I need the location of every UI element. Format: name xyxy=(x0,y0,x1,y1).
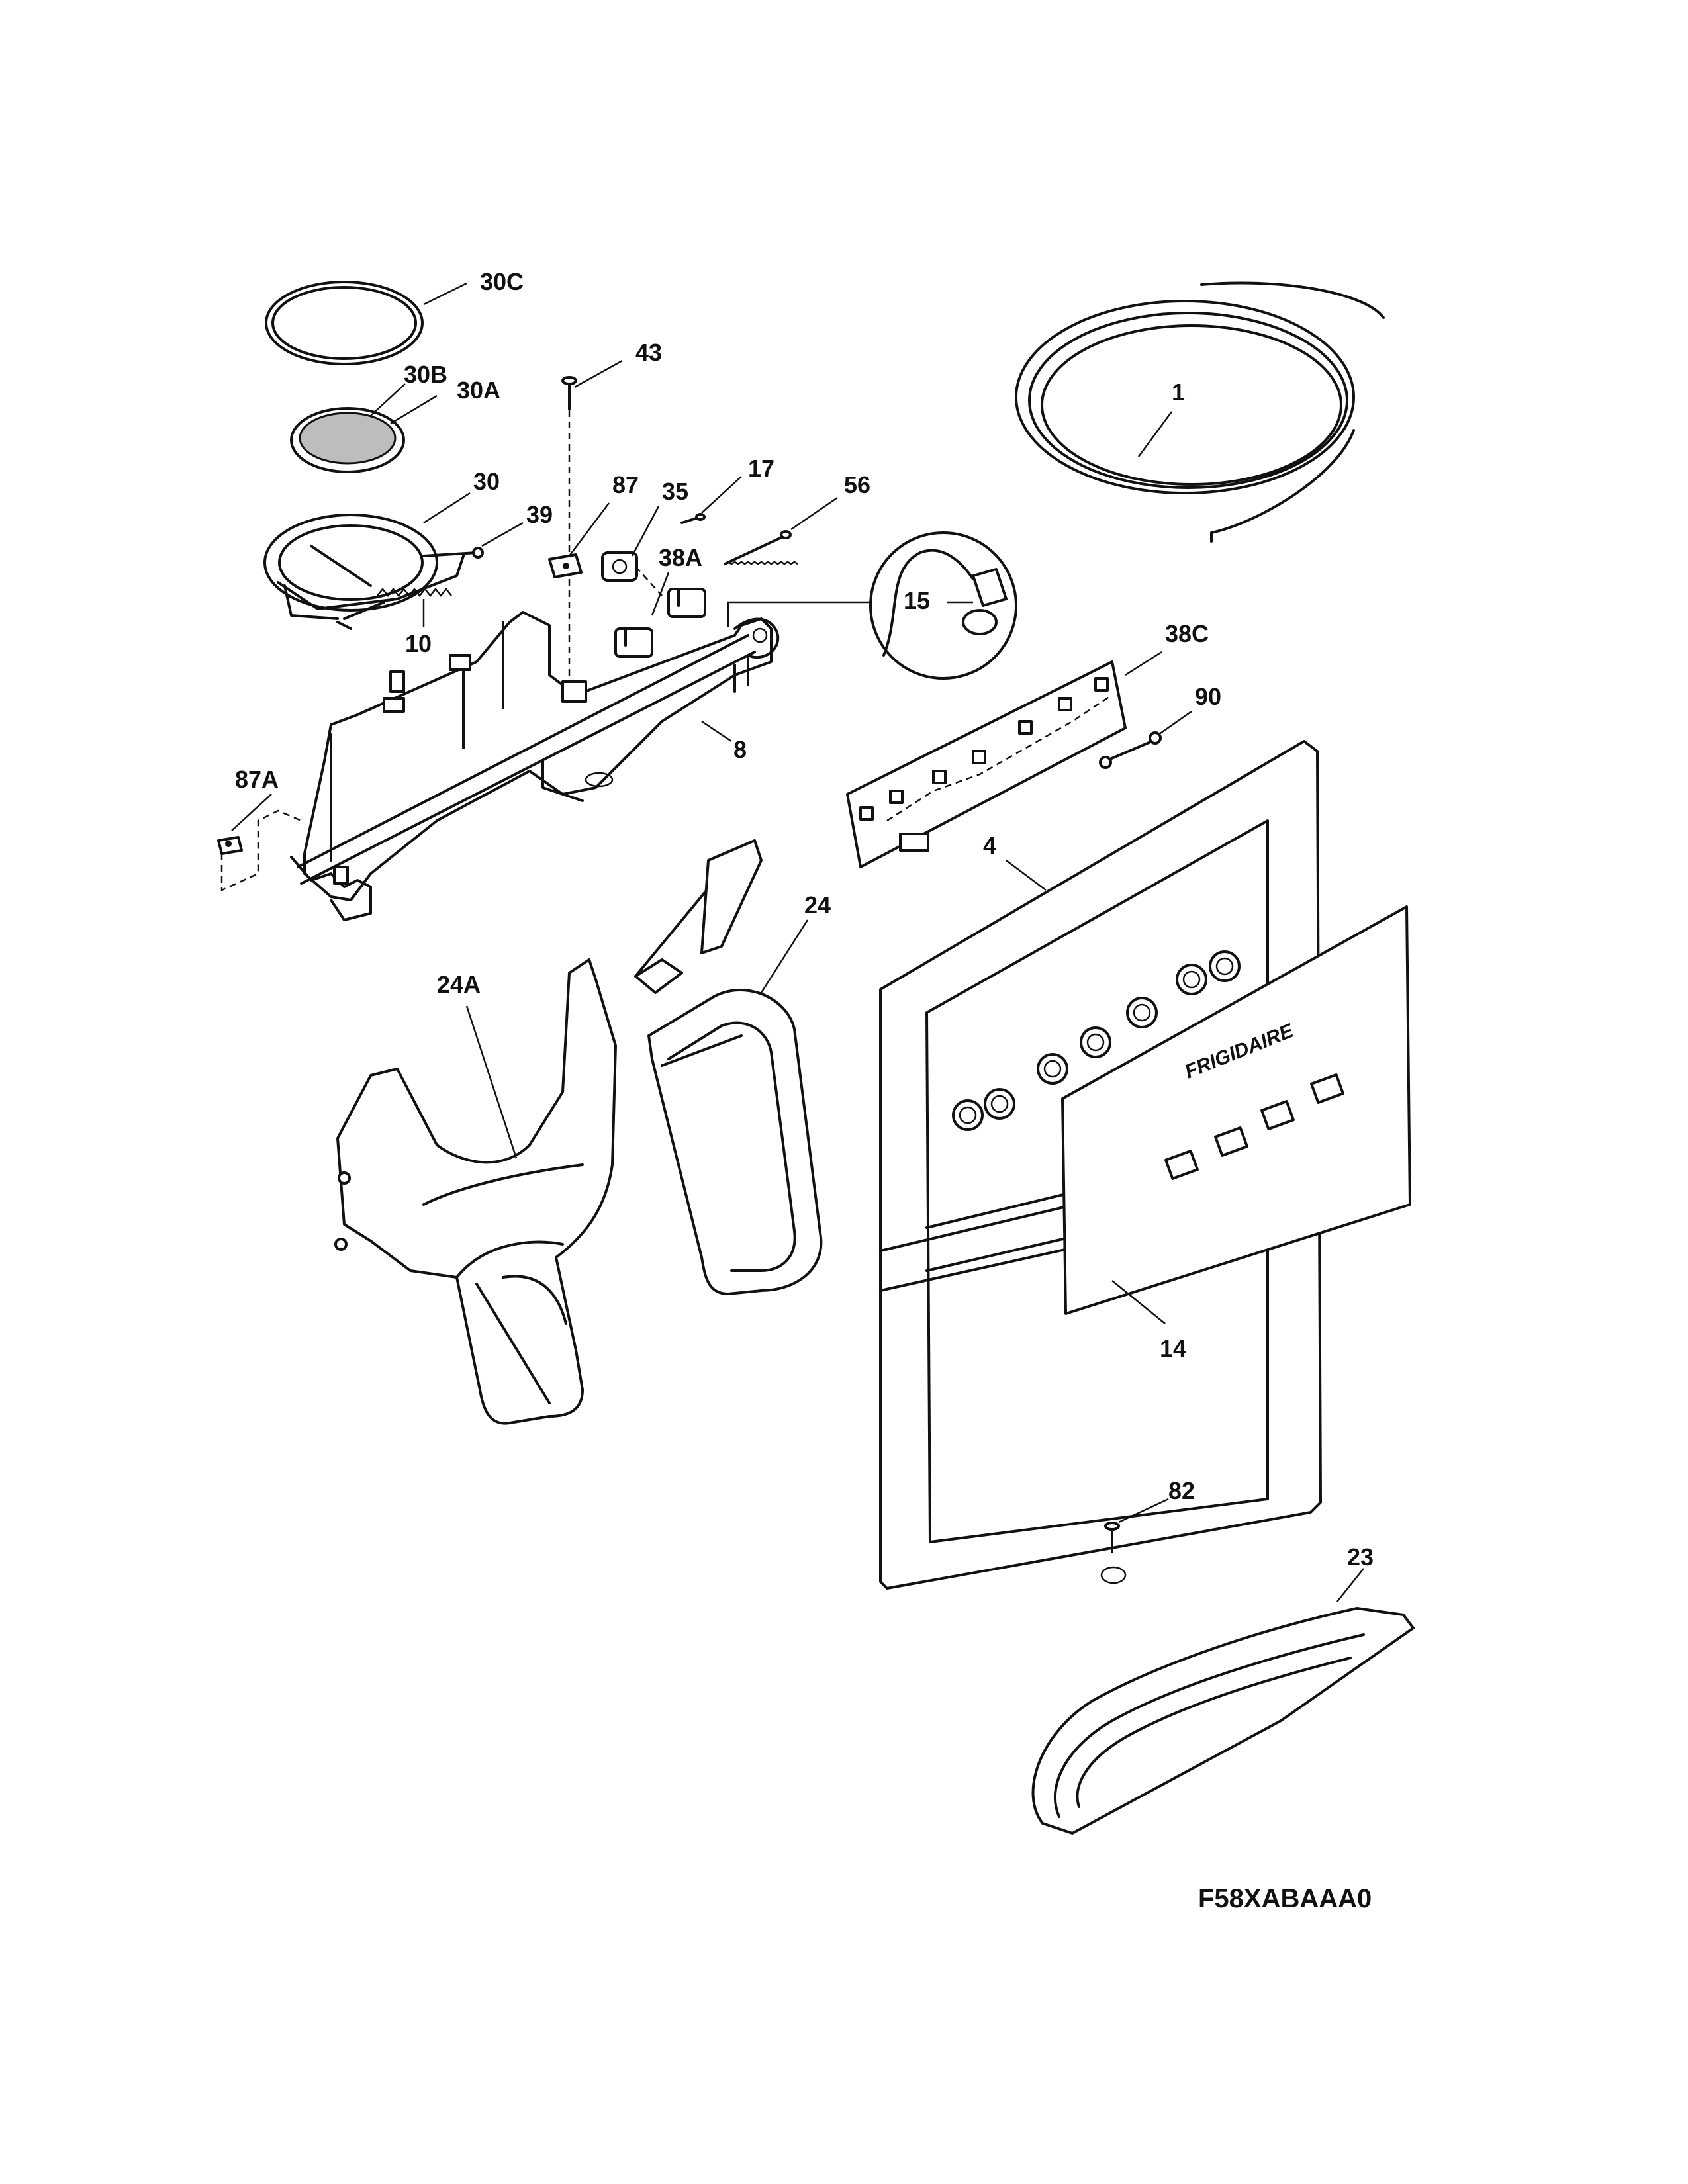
callout-8: 8 xyxy=(733,736,747,763)
callout-1: 1 xyxy=(1172,379,1185,406)
part-1-tubing-coil: 1 xyxy=(1015,281,1385,543)
part-87a-clip: 87A xyxy=(217,766,302,891)
callout-38c: 38C xyxy=(1165,620,1209,647)
callout-15: 15 xyxy=(904,587,930,614)
callout-14: 14 xyxy=(1160,1335,1186,1362)
part-90-pin: 90 xyxy=(1099,683,1221,769)
part-30a-30b-screen: 30B 30A xyxy=(290,361,500,473)
callout-87a: 87A xyxy=(235,766,279,793)
part-17-screw: 17 xyxy=(680,455,774,524)
part-10-spring: 10 xyxy=(343,587,452,657)
callout-23: 23 xyxy=(1347,1543,1374,1570)
callout-24: 24 xyxy=(804,891,831,919)
callout-39: 39 xyxy=(526,501,553,528)
callout-43: 43 xyxy=(635,339,662,366)
callout-24a: 24A xyxy=(437,971,481,998)
part-24a-ice-chute: 24A xyxy=(334,958,617,1425)
panel-buttons xyxy=(952,950,1241,1131)
part-23-drip-tray: 23 xyxy=(1031,1543,1415,1835)
callout-4: 4 xyxy=(983,832,996,859)
part-30-housing: 30 xyxy=(263,468,500,630)
callout-38a: 38A xyxy=(659,544,702,571)
callout-82: 82 xyxy=(1168,1477,1195,1504)
part-56-long-screw: 56 xyxy=(724,471,870,565)
part-43-screw: 43 xyxy=(561,339,662,688)
diagram-code: F58XABAAA0 xyxy=(1198,1884,1372,1913)
part-14-overlay: FRIGIDAIRE 14 xyxy=(1061,905,1411,1362)
callout-30: 30 xyxy=(473,468,500,495)
callout-30b: 30B xyxy=(404,361,447,388)
callout-56: 56 xyxy=(844,471,870,498)
callout-30c: 30C xyxy=(480,268,524,295)
part-38a-microswitches: 38A xyxy=(614,544,706,658)
part-39-shaft: 39 xyxy=(422,501,553,559)
part-30c-o-ring: 30C xyxy=(265,268,524,365)
callout-90: 90 xyxy=(1195,683,1221,710)
part-35-switch: 35 xyxy=(601,478,688,596)
part-8-housing: 8 xyxy=(290,611,780,921)
callout-87: 87 xyxy=(612,471,639,498)
callout-10: 10 xyxy=(405,630,432,657)
part-87-clip: 87 xyxy=(548,471,639,578)
part-24-paddle: 24 xyxy=(634,839,831,1295)
part-38c-control-board: 38C xyxy=(846,620,1209,868)
part-15-detail-bubble: 15 xyxy=(727,531,1017,680)
part-82-screw: 82 xyxy=(1100,1477,1195,1584)
callout-17: 17 xyxy=(748,455,774,482)
callout-30a: 30A xyxy=(457,377,500,404)
callout-35: 35 xyxy=(662,478,688,505)
